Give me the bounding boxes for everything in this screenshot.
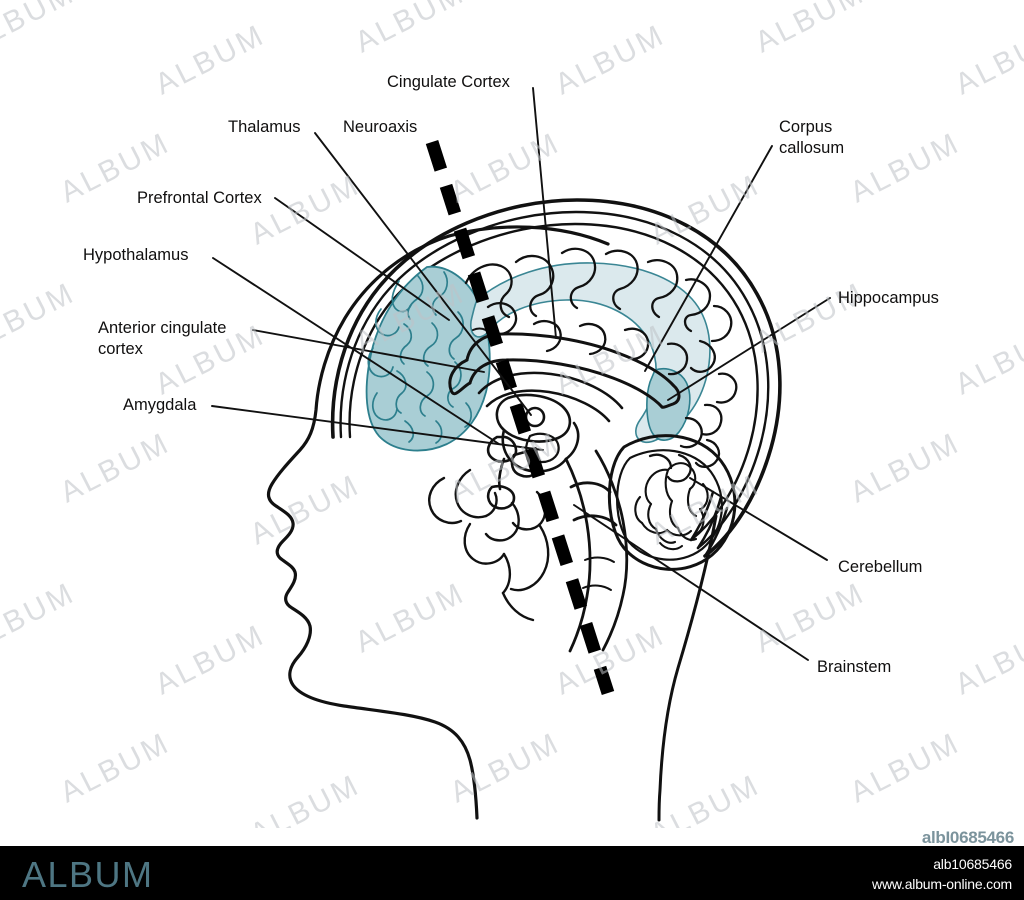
leader-corpus-callosum — [644, 145, 773, 372]
leader-lines — [211, 87, 831, 661]
cortical-gyri — [464, 247, 738, 483]
footer-bar: ALBUM alb10685466 www.album-online.com — [0, 846, 1024, 900]
cerebellum-structure — [607, 434, 737, 571]
leader-anterior-cingulate-cortex — [252, 329, 485, 373]
label-hypothalamus: Hypothalamus — [83, 246, 189, 264]
leader-amygdala — [211, 405, 544, 451]
neck-back-contour — [657, 514, 718, 822]
leader-hypothalamus — [212, 257, 500, 445]
brain-diagram-illustration — [211, 87, 831, 822]
label-prefrontal-cortex: Prefrontal Cortex — [137, 189, 262, 207]
leader-thalamus — [314, 132, 532, 416]
label-cingulate-cortex: Cingulate Cortex — [387, 73, 510, 91]
album-logo: ALBUM — [22, 854, 154, 895]
asset-id-strip: albI0685466 — [0, 828, 1024, 847]
neuroaxis-dashed-line — [425, 140, 615, 695]
skull-outline — [330, 198, 782, 558]
label-hippocampus: Hippocampus — [838, 289, 939, 307]
footer-website[interactable]: www.album-online.com — [872, 876, 1012, 893]
leader-cerebellum — [689, 477, 828, 561]
sinus-and-skull-base — [428, 468, 550, 622]
leader-hippocampus — [667, 297, 831, 401]
footer-credits: alb10685466 www.album-online.com — [872, 854, 1012, 895]
footer-asset-id: alb10685466 — [933, 856, 1012, 872]
label-thalamus: Thalamus — [228, 118, 301, 136]
fornix-thalamus-structures — [477, 371, 624, 510]
asset-id-top-text: albI0685466 — [921, 828, 1014, 847]
leader-prefrontal-cortex — [274, 197, 450, 321]
leader-cingulate-cortex — [532, 87, 557, 339]
occipital-contours — [689, 490, 729, 558]
label-corpus-callosum: Corpus callosum — [779, 118, 845, 157]
label-neuroaxis: Neuroaxis — [343, 118, 418, 136]
label-cerebellum: Cerebellum — [838, 558, 923, 576]
label-brainstem: Brainstem — [817, 658, 892, 676]
corpus-callosum-structure — [448, 332, 681, 409]
label-anterior-cingulate-cortex: Anterior cingulate cortex — [98, 319, 227, 358]
label-amygdala: Amygdala — [123, 396, 197, 414]
leader-brainstem — [573, 504, 809, 661]
brainstem-structure — [564, 449, 629, 653]
